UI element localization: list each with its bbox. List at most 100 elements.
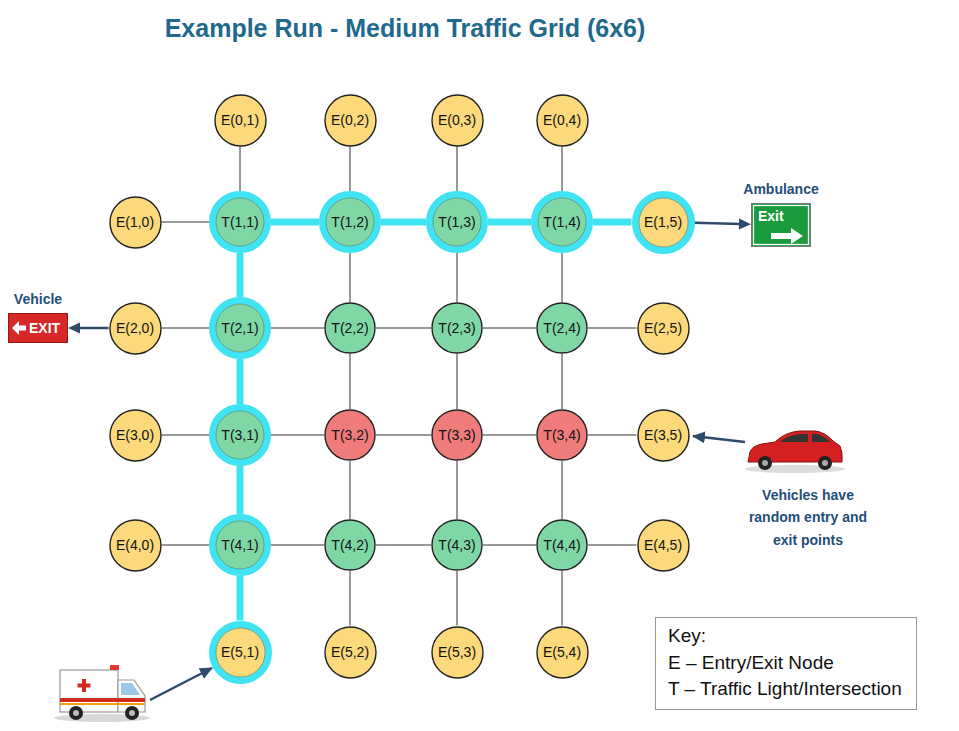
node-circle bbox=[433, 198, 481, 246]
road-connector bbox=[271, 545, 324, 546]
key-heading: Key: bbox=[668, 623, 902, 650]
node-label: E(5,3) bbox=[438, 644, 476, 660]
ambulance-route bbox=[240, 222, 632, 621]
road-connector bbox=[483, 435, 536, 436]
node-label: E(1,0) bbox=[116, 214, 154, 230]
entry-exit-node: E(3,5) bbox=[637, 409, 690, 462]
highlight-ring bbox=[323, 195, 378, 250]
wheel bbox=[758, 456, 772, 470]
wheel bbox=[125, 706, 139, 720]
exit-sign: EXIT bbox=[8, 313, 68, 343]
road-connector bbox=[562, 571, 563, 626]
red-cross bbox=[78, 684, 91, 688]
node-circle bbox=[325, 520, 375, 570]
node-circle bbox=[432, 627, 483, 678]
note-label: Vehicle bbox=[3, 288, 73, 310]
sign-inner-border bbox=[754, 206, 809, 245]
hub bbox=[762, 460, 768, 466]
highlight-ring bbox=[430, 195, 485, 250]
road-connector bbox=[376, 328, 431, 329]
route-connector bbox=[237, 253, 244, 297]
label-wrap: Vehicle bbox=[3, 288, 73, 310]
entry-exit-node: E(4,0) bbox=[109, 519, 162, 572]
road-connector bbox=[457, 571, 458, 626]
road-connector bbox=[350, 461, 351, 519]
node-circle bbox=[216, 521, 264, 569]
node-label: T(2,1) bbox=[221, 320, 258, 336]
road-connector bbox=[457, 147, 458, 192]
node-label: T(1,2) bbox=[331, 214, 368, 230]
node-circle bbox=[432, 95, 483, 146]
ambulance-stripe bbox=[60, 703, 145, 705]
node-circle bbox=[216, 411, 264, 459]
road-connector bbox=[376, 435, 431, 436]
sign-panel bbox=[9, 314, 68, 343]
legend-text: E – Entry/Exit Node bbox=[668, 652, 834, 673]
node-label: T(2,3) bbox=[438, 320, 475, 336]
node-circle bbox=[538, 198, 586, 246]
route-connector bbox=[271, 219, 319, 226]
entry-exit-node: E(1,5) bbox=[632, 191, 695, 254]
road-connector bbox=[457, 461, 458, 519]
node-circle bbox=[638, 410, 689, 461]
road-connector bbox=[162, 435, 210, 436]
road-connector bbox=[483, 545, 536, 546]
wheel bbox=[818, 456, 832, 470]
highlight-ring bbox=[212, 624, 268, 680]
intersection-node: T(3,1) bbox=[209, 404, 271, 466]
node-circle bbox=[639, 198, 688, 247]
node-label: E(3,5) bbox=[644, 427, 682, 443]
route-connector bbox=[381, 219, 426, 226]
node-circle bbox=[110, 197, 161, 248]
note-label: Vehicles have random entry and exit poin… bbox=[748, 484, 868, 551]
road-connector bbox=[588, 328, 637, 329]
node-circle bbox=[216, 628, 265, 677]
road-connector bbox=[376, 545, 431, 546]
node-label: E(0,4) bbox=[543, 112, 581, 128]
intersection-node: T(4,4) bbox=[536, 519, 588, 571]
node-circle bbox=[216, 198, 264, 246]
road-connector bbox=[162, 222, 210, 223]
node-circle bbox=[216, 304, 264, 352]
legend-entry: T – Traffic Light/Intersection bbox=[668, 676, 902, 703]
road-connector bbox=[588, 545, 637, 546]
hub bbox=[822, 460, 828, 466]
node-circle bbox=[325, 410, 375, 460]
intersection-node: T(1,4) bbox=[531, 191, 593, 253]
intersection-node: T(2,3) bbox=[431, 302, 483, 354]
road-connector bbox=[457, 354, 458, 409]
entry-exit-node: E(0,3) bbox=[431, 94, 484, 147]
exit-sign: Exit bbox=[751, 203, 811, 247]
node-label: E(0,3) bbox=[438, 112, 476, 128]
exit-arrow bbox=[694, 223, 741, 224]
highlight-ring bbox=[213, 301, 268, 356]
road-connector bbox=[271, 328, 324, 329]
road-connector bbox=[162, 328, 210, 329]
entry-exit-node: E(3,0) bbox=[109, 409, 162, 462]
intersection-node: T(3,2) bbox=[324, 409, 376, 461]
highlight-ring bbox=[635, 194, 691, 250]
road-connector bbox=[162, 545, 210, 546]
road-connector bbox=[350, 253, 351, 302]
intersection-node: T(2,2) bbox=[324, 302, 376, 354]
entry-exit-node: E(0,1) bbox=[214, 94, 267, 147]
leader-arrow bbox=[693, 436, 745, 442]
node-label: T(1,1) bbox=[221, 214, 258, 230]
legend-text: T – Traffic Light/Intersection bbox=[668, 678, 902, 699]
node-label: T(3,3) bbox=[438, 427, 475, 443]
highlight-ring bbox=[213, 195, 268, 250]
node-label: T(3,2) bbox=[331, 427, 368, 443]
entry-exit-node: E(0,4) bbox=[536, 94, 589, 147]
node-circle bbox=[432, 303, 482, 353]
node-circle bbox=[537, 410, 587, 460]
node-label: E(4,5) bbox=[644, 537, 682, 553]
sign-arrow bbox=[771, 228, 803, 244]
intersection-node: T(3,3) bbox=[431, 409, 483, 461]
node-label: E(0,2) bbox=[331, 112, 369, 128]
entry-exit-node: E(0,2) bbox=[324, 94, 377, 147]
ambulance-stripe bbox=[60, 698, 145, 702]
grid-lines bbox=[162, 147, 637, 626]
wheel bbox=[69, 706, 83, 720]
node-circle bbox=[325, 95, 376, 146]
intersection-node: T(3,4) bbox=[536, 409, 588, 461]
